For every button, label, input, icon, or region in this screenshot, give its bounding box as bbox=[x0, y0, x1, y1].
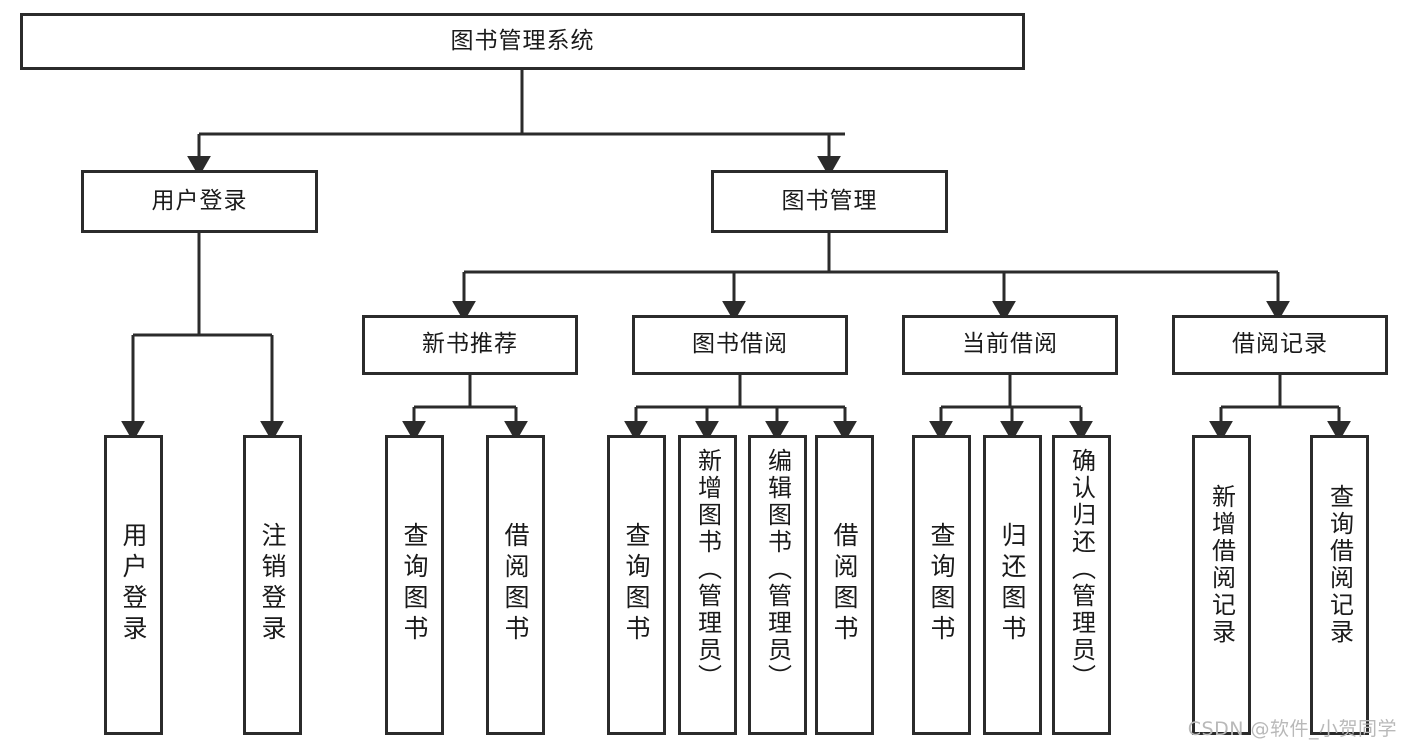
leaf-bb-add-book[interactable]: 新增图书（管理员） bbox=[678, 435, 737, 735]
leaf-br-add-record-label: 新增借阅记录 bbox=[1207, 484, 1236, 646]
node-new-book-rec[interactable]: 新书推荐 bbox=[362, 315, 578, 375]
leaf-user-login[interactable]: 用户登录 bbox=[104, 435, 163, 735]
node-book-manage[interactable]: 图书管理 bbox=[711, 170, 948, 233]
node-new-book-rec-label: 新书推荐 bbox=[422, 331, 518, 358]
leaf-cb-confirm-return-label: 确认归还（管理员） bbox=[1067, 448, 1096, 691]
leaf-cb-query-book[interactable]: 查询图书 bbox=[912, 435, 971, 735]
node-current-borrow[interactable]: 当前借阅 bbox=[902, 315, 1118, 375]
node-current-borrow-label: 当前借阅 bbox=[962, 331, 1058, 358]
leaf-cb-query-book-label: 查询图书 bbox=[927, 522, 956, 646]
leaf-rec-query-book[interactable]: 查询图书 bbox=[385, 435, 444, 735]
watermark: CSDN @软件_小贺同学 bbox=[1187, 718, 1397, 740]
leaf-cb-return-book[interactable]: 归还图书 bbox=[983, 435, 1042, 735]
leaf-bb-query-book[interactable]: 查询图书 bbox=[607, 435, 666, 735]
node-user-login-label: 用户登录 bbox=[151, 187, 248, 214]
leaf-user-logout[interactable]: 注销登录 bbox=[243, 435, 302, 735]
leaf-bb-borrow-book[interactable]: 借阅图书 bbox=[815, 435, 874, 735]
node-user-login[interactable]: 用户登录 bbox=[81, 170, 318, 233]
node-book-borrow[interactable]: 图书借阅 bbox=[632, 315, 848, 375]
node-root-label: 图书管理系统 bbox=[450, 27, 595, 54]
leaf-bb-edit-book[interactable]: 编辑图书（管理员） bbox=[748, 435, 807, 735]
node-borrow-record[interactable]: 借阅记录 bbox=[1172, 315, 1388, 375]
leaf-bb-edit-book-label: 编辑图书（管理员） bbox=[763, 448, 792, 691]
leaf-cb-confirm-return[interactable]: 确认归还（管理员） bbox=[1052, 435, 1111, 735]
leaf-br-add-record[interactable]: 新增借阅记录 bbox=[1192, 435, 1251, 735]
leaf-bb-query-book-label: 查询图书 bbox=[622, 522, 651, 646]
leaf-rec-borrow-book[interactable]: 借阅图书 bbox=[486, 435, 545, 735]
leaf-br-query-record[interactable]: 查询借阅记录 bbox=[1310, 435, 1369, 735]
leaf-cb-return-book-label: 归还图书 bbox=[998, 522, 1027, 646]
node-book-manage-label: 图书管理 bbox=[781, 187, 878, 214]
node-book-borrow-label: 图书借阅 bbox=[692, 331, 788, 358]
leaf-rec-borrow-book-label: 借阅图书 bbox=[501, 522, 530, 646]
node-borrow-record-label: 借阅记录 bbox=[1232, 331, 1328, 358]
leaf-rec-query-book-label: 查询图书 bbox=[400, 522, 429, 646]
leaf-bb-borrow-book-label: 借阅图书 bbox=[830, 522, 859, 646]
node-root[interactable]: 图书管理系统 bbox=[20, 13, 1025, 70]
leaf-br-query-record-label: 查询借阅记录 bbox=[1325, 484, 1354, 646]
leaf-bb-add-book-label: 新增图书（管理员） bbox=[693, 448, 722, 691]
leaf-user-login-label: 用户登录 bbox=[119, 522, 148, 646]
leaf-user-logout-label: 注销登录 bbox=[258, 522, 287, 646]
